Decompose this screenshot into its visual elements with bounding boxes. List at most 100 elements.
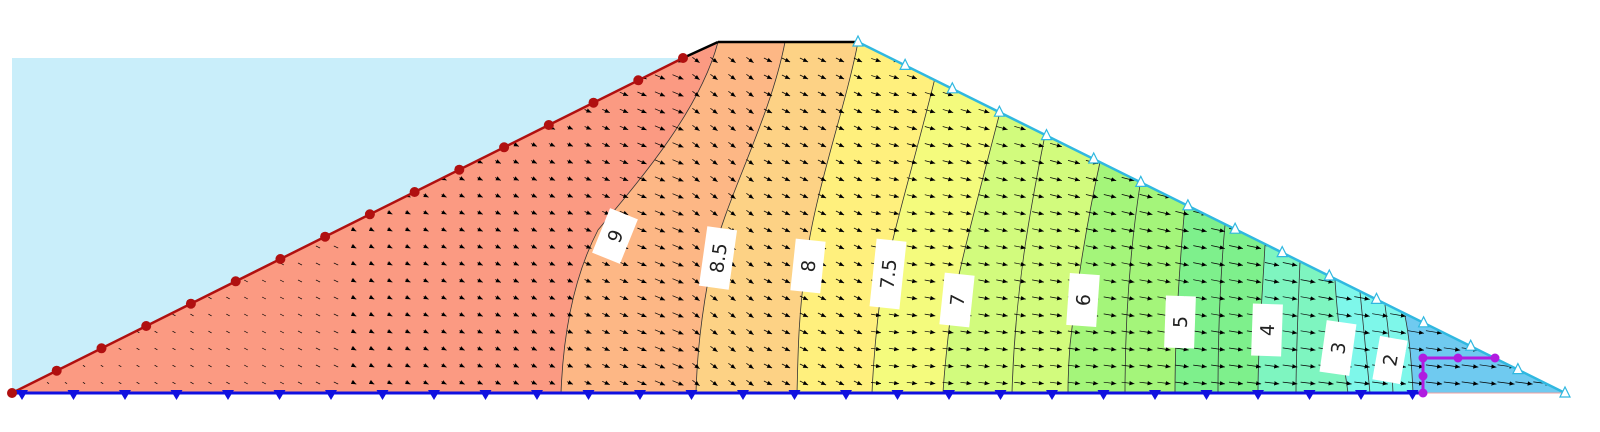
flow-vector: [1318, 193, 1334, 199]
flow-vector: [512, 312, 520, 317]
flow-vector: [1139, 211, 1153, 216]
flow-vector: [1282, 176, 1298, 182]
drain-markers: [1418, 353, 1500, 398]
flow-vector: [1533, 313, 1551, 318]
base-marker: [1252, 390, 1264, 400]
flow-vector: [1067, 363, 1081, 369]
flow-vector: [1372, 330, 1388, 335]
flow-vector: [1515, 244, 1533, 250]
flow-vector: [530, 312, 538, 317]
flow-vector: [1157, 125, 1171, 131]
flow-vector: [1085, 125, 1099, 131]
flow-vector: [1443, 125, 1461, 132]
flow-vector: [350, 328, 357, 334]
flow-vector: [386, 362, 393, 368]
flow-vector: [853, 312, 863, 318]
flow-vector: [1157, 91, 1171, 97]
flow-vector: [637, 125, 647, 131]
flow-vector: [1354, 193, 1370, 199]
flow-vector: [441, 210, 447, 215]
flow-vector: [566, 380, 574, 385]
flow-vector: [1300, 176, 1316, 182]
flow-vector: [1246, 262, 1262, 267]
flow-vector: [100, 364, 104, 368]
flow-vector: [512, 142, 520, 147]
flow-vector: [386, 311, 393, 317]
upstream-head-marker: [230, 276, 241, 287]
flow-vector: [279, 279, 285, 283]
flow-vector: [654, 227, 666, 233]
flow-vector: [1175, 176, 1189, 182]
flow-vector: [423, 295, 429, 300]
flow-vector: [672, 363, 684, 369]
flow-vector: [423, 210, 429, 215]
flow-vector: [244, 364, 248, 368]
base-marker: [376, 390, 389, 400]
flow-vector: [835, 210, 845, 216]
flow-vector: [1282, 347, 1298, 352]
flow-vector: [654, 91, 666, 97]
flow-vector: [1372, 125, 1388, 131]
flow-vector: [619, 329, 629, 335]
flow-vector: [1282, 381, 1298, 386]
flow-vector: [530, 380, 538, 385]
flow-vector: [512, 346, 520, 351]
flow-vector: [190, 313, 194, 317]
flow-vector: [350, 311, 357, 317]
flow-vector: [1300, 74, 1316, 80]
flow-vector: [746, 125, 754, 131]
flow-vector: [1515, 142, 1533, 149]
flow-vector: [1443, 261, 1461, 267]
base-marker: [685, 390, 698, 400]
flow-vector: [244, 347, 248, 351]
base-marker: [222, 390, 234, 400]
base-marker: [479, 390, 492, 400]
flow-vector: [1390, 262, 1406, 267]
flow-vector: [1211, 91, 1225, 97]
seepage-face-marker: [1323, 268, 1336, 281]
flow-vector: [1515, 91, 1533, 98]
flow-vector: [1067, 177, 1081, 182]
flow-vector: [1479, 381, 1497, 386]
flow-vector: [1085, 91, 1099, 97]
flow-vector: [1175, 211, 1189, 216]
flow-vector: [888, 176, 900, 182]
flow-vector: [1193, 228, 1207, 233]
flow-vector: [1121, 330, 1135, 335]
flow-vector: [835, 193, 845, 199]
flow-vector: [1533, 296, 1551, 301]
contour-label-9: 9: [592, 208, 638, 264]
flow-vector: [942, 193, 954, 199]
flow-vector: [746, 244, 754, 250]
flow-vector: [1139, 228, 1153, 233]
flow-vector: [1318, 262, 1334, 267]
flow-vector: [817, 176, 827, 182]
flow-vector: [906, 193, 918, 199]
seepage-face-marker: [1417, 315, 1430, 328]
flow-vector: [1157, 142, 1171, 148]
flow-vector: [1193, 108, 1207, 114]
seepage-face-marker: [899, 58, 912, 71]
flow-vector: [279, 313, 285, 317]
flow-vector: [637, 91, 647, 97]
upstream-head-boundary: [11, 56, 684, 395]
flow-vector: [960, 126, 972, 131]
flow-vector: [1354, 296, 1370, 301]
upstream-head-marker: [320, 231, 331, 242]
flow-vector: [1014, 312, 1026, 318]
flow-vector: [350, 260, 357, 266]
flow-vector: [888, 380, 900, 386]
flow-vector: [1032, 245, 1044, 250]
flow-vector: [530, 261, 538, 266]
flow-vector: [423, 363, 429, 368]
flow-vector: [1085, 211, 1099, 216]
flow-vector: [1354, 57, 1370, 63]
flow-vector: [978, 108, 990, 114]
flow-vector: [871, 74, 881, 80]
flow-vector: [619, 346, 629, 352]
flow-vector: [978, 126, 990, 131]
flow-vector: [710, 295, 718, 301]
seepage-face-marker: [1181, 198, 1194, 211]
flow-vector: [781, 125, 791, 131]
flow-vector: [1175, 57, 1189, 63]
